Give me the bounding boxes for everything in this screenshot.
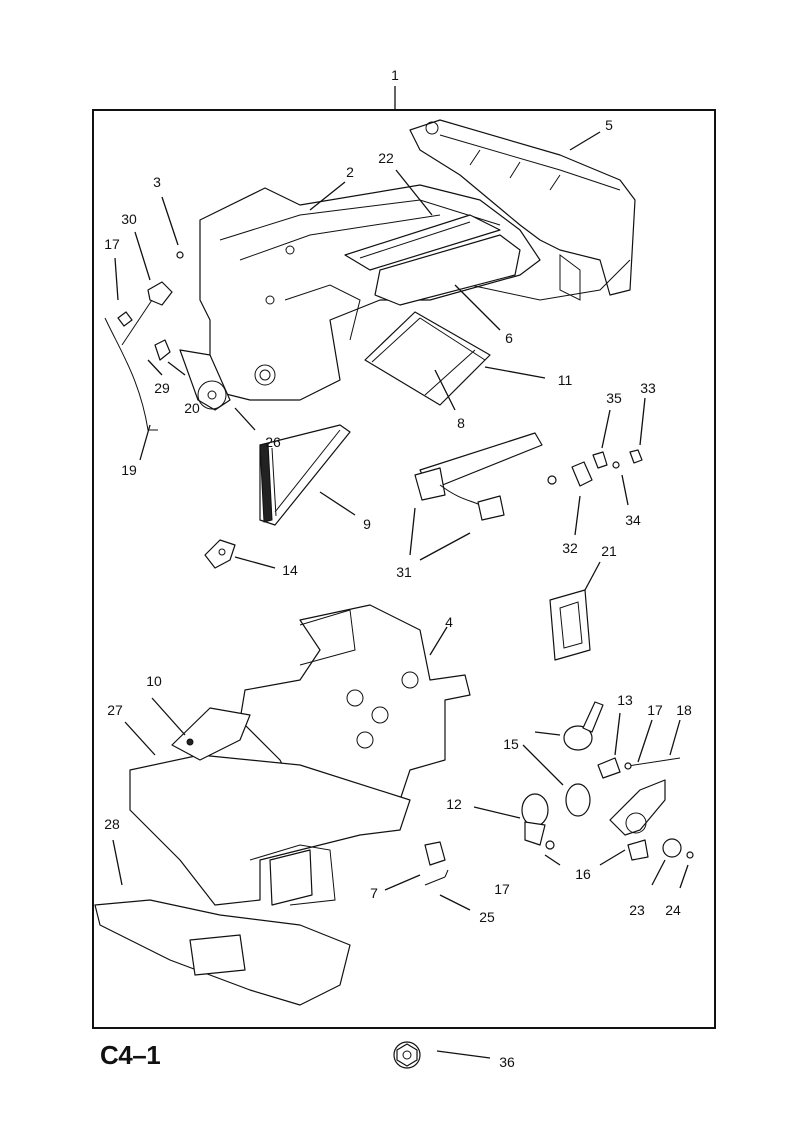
callout-9: 9	[363, 516, 371, 532]
callout-31: 31	[396, 564, 412, 580]
callout-24: 24	[665, 902, 681, 918]
lever-parts-7-25	[424, 841, 449, 886]
actuator-harness-part-31	[414, 432, 543, 521]
callout-21: 21	[601, 543, 617, 559]
callout-25: 25	[479, 909, 495, 925]
callout-14: 14	[282, 562, 298, 578]
callout-10: 10	[146, 673, 162, 689]
callout-6: 6	[505, 330, 513, 346]
callout-36: 36	[499, 1054, 515, 1070]
callout-22: 22	[378, 150, 394, 166]
callout-5: 5	[605, 117, 613, 133]
callout-35: 35	[606, 390, 622, 406]
assembly-frame	[92, 109, 716, 1029]
upper-duct-part	[409, 119, 636, 301]
callout-2: 2	[346, 164, 354, 180]
callout-32: 32	[562, 540, 578, 556]
callout-15: 15	[503, 736, 519, 752]
callout-26: 26	[265, 434, 281, 450]
callout-12: 12	[446, 796, 462, 812]
page-code: C4–1	[100, 1040, 161, 1070]
callout-34: 34	[625, 512, 641, 528]
rear-duct-part-28	[94, 899, 351, 1006]
callout-3: 3	[153, 174, 161, 190]
callout-33: 33	[640, 380, 656, 396]
callout-11: 11	[557, 372, 573, 388]
callout-4: 4	[445, 614, 453, 630]
callout-17-right: 17	[647, 702, 663, 718]
flange-nut-part-36	[393, 1041, 421, 1069]
duct-part-6	[374, 234, 521, 306]
cam-lever-parts	[521, 701, 694, 861]
leader-lines	[112, 131, 689, 1059]
callout-27: 27	[107, 702, 123, 718]
door-part-10	[171, 707, 251, 761]
linkage-parts-left	[104, 251, 231, 431]
callout-1: 1	[391, 67, 399, 83]
callout-8: 8	[457, 415, 465, 431]
gasket-part-21	[549, 589, 591, 661]
core-part-8	[364, 311, 491, 406]
callout-29: 29	[154, 380, 170, 396]
callout-7: 7	[370, 885, 378, 901]
callout-23: 23	[629, 902, 645, 918]
floor-duct-part-27	[129, 754, 411, 906]
callout-17-left: 17	[104, 236, 120, 252]
callout-16: 16	[575, 866, 591, 882]
lower-housing-part-4	[239, 604, 471, 811]
bracket-part-14	[204, 539, 236, 569]
clip-parts-32-35	[547, 449, 643, 487]
callout-17-bottom: 17	[494, 881, 510, 897]
callout-28: 28	[104, 816, 120, 832]
callout-13: 13	[617, 692, 633, 708]
callout-18: 18	[676, 702, 692, 718]
heater-core-part-9	[259, 424, 351, 526]
callout-30: 30	[121, 211, 137, 227]
callout-19: 19	[121, 462, 137, 478]
callout-20: 20	[184, 400, 200, 416]
door-part-22	[344, 214, 501, 271]
